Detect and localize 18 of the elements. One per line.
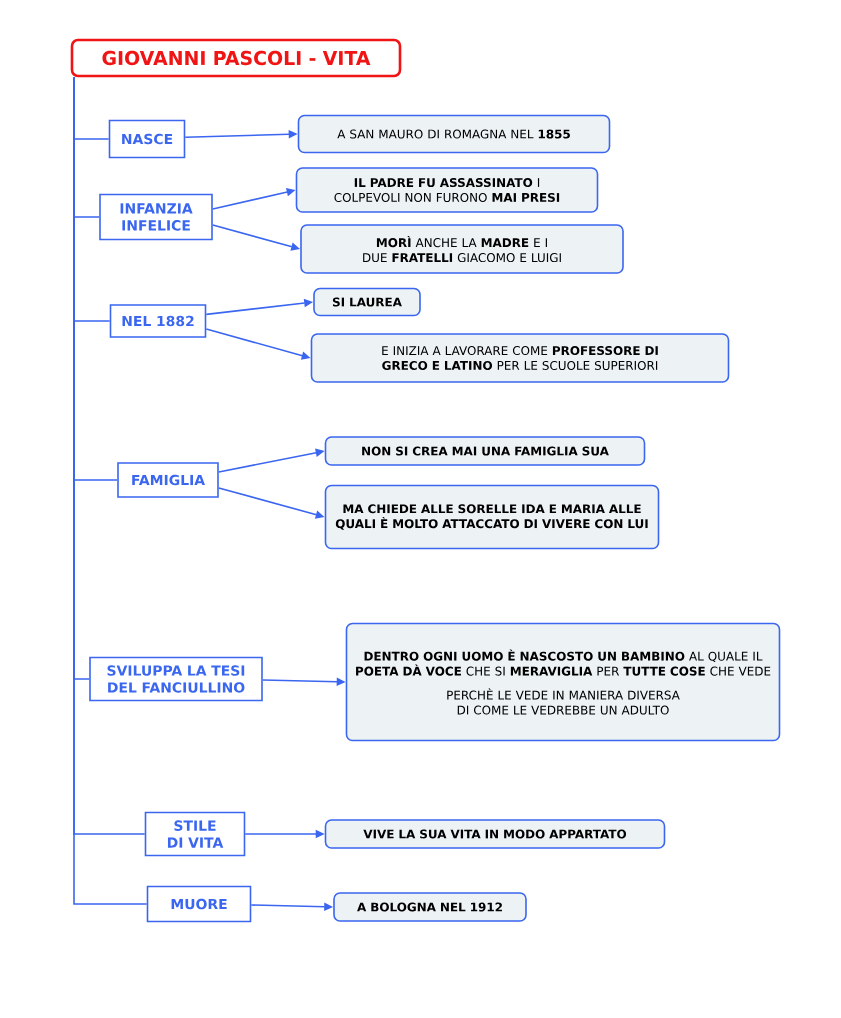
info-box: SI LAUREA: [313, 287, 421, 317]
topic-box: FAMIGLIA: [117, 462, 219, 498]
info-box: NON SI CREA MAI UNA FAMIGLIA SUA: [324, 436, 646, 466]
topic-box: SVILUPPA LA TESI DEL FANCIULLINO: [89, 656, 263, 702]
info-box: IL PADRE FU ASSASSINATO I COLPEVOLI NON FURONO MAI PRESI: [295, 167, 599, 213]
info-box: MORÌ ANCHE LA MADRE E I DUE FRATELLI GIACOMO E LUIGI: [300, 224, 624, 274]
topic-box: INFANZIA INFELICE: [99, 193, 213, 241]
title-box: GIOVANNI PASCOLI - VITA: [70, 38, 402, 78]
topic-box: NEL 1882: [109, 304, 207, 338]
topic-box: STILE DI VITA: [144, 811, 246, 857]
info-box: A BOLOGNA NEL 1912: [333, 892, 527, 922]
info-box: MA CHIEDE ALLE SORELLE IDA E MARIA ALLE QUALI È MOLTO ATTACCATO DI VIVERE CON LUI: [324, 484, 660, 550]
topic-box: NASCE: [108, 119, 186, 159]
info-box: E INIZIA A LAVORARE COME PROFESSORE DI GRECO E LATINO PER LE SCUOLE SUPERIORI: [310, 333, 730, 383]
info-box: A SAN MAURO DI ROMAGNA NEL 1855: [297, 114, 611, 154]
topic-box: MUORE: [146, 885, 252, 923]
info-box: VIVE LA SUA VITA IN MODO APPARTATO: [324, 819, 666, 849]
info-box: DENTRO OGNI UOMO È NASCOSTO UN BAMBINO AL QUALE IL POETA DÀ VOCE CHE SI MERAVIGLIA PER TUTTE COSE CHE VEDE PERCHÈ LE VEDE IN MANIERA DIVERSA DI COME LE VEDREBBE UN ADULTO: [345, 622, 781, 742]
